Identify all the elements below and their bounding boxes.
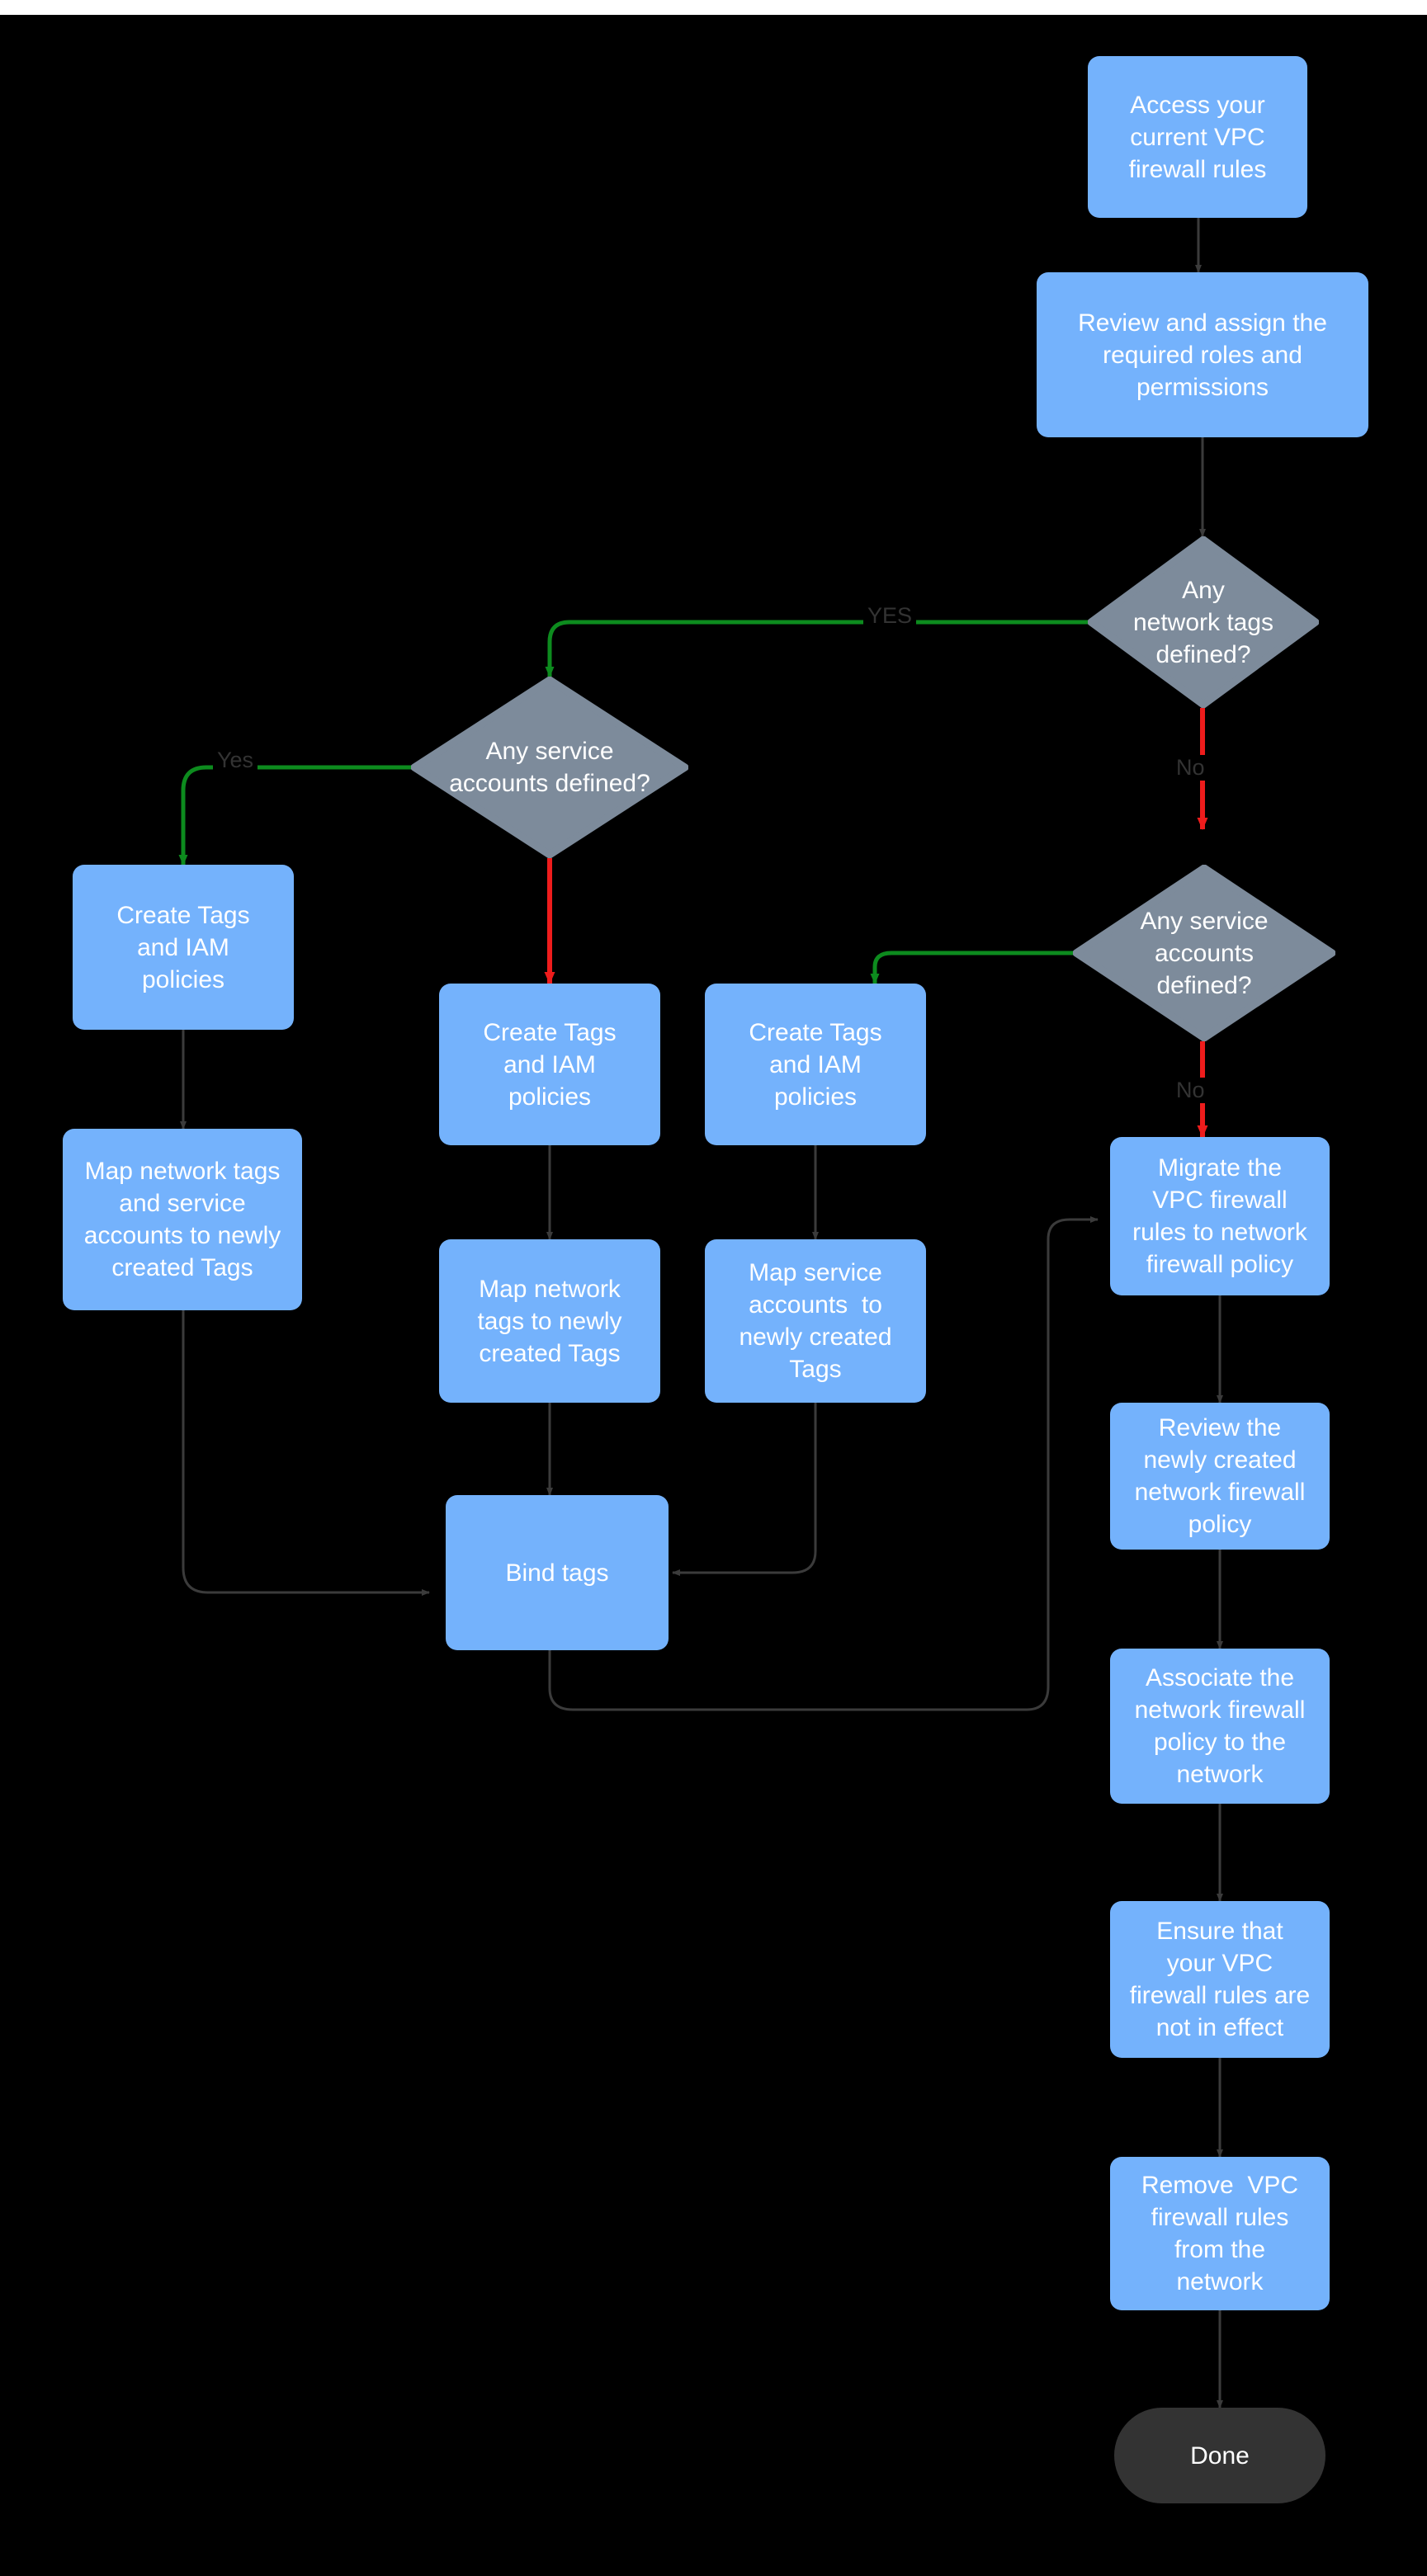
node-create-tags-and-iam-policies-mid[interactable]: Create Tags and IAM policies xyxy=(439,984,660,1145)
node-done[interactable]: Done xyxy=(1114,2408,1325,2503)
node-remove-vpc-firewall-rules-from-network[interactable]: Remove VPC firewall rules from the netwo… xyxy=(1110,2157,1330,2310)
decision-label: Any service accounts defined? xyxy=(1140,907,1269,999)
node-access-your-current-vpc-firewall-rules[interactable]: Access your current VPC firewall rules xyxy=(1088,56,1307,218)
node-create-tags-and-iam-policies-left[interactable]: Create Tags and IAM policies xyxy=(73,865,294,1030)
node-migrate-vpc-rules-to-network-policy[interactable]: Migrate the VPC firewall rules to networ… xyxy=(1110,1137,1330,1295)
edge-serviceaccounts-left-yes xyxy=(178,765,411,866)
node-map-network-tags-to-newly-created-tags[interactable]: Map network tags to newly created Tags xyxy=(439,1239,660,1403)
top-white-strip xyxy=(0,0,1427,15)
node-review-newly-created-network-firewall-policy[interactable]: Review the newly created network firewal… xyxy=(1110,1403,1330,1550)
decision-any-network-tags-defined[interactable]: Any network tags defined? xyxy=(1088,536,1319,708)
node-map-network-tags-and-service-accounts[interactable]: Map network tags and service accounts to… xyxy=(63,1129,302,1310)
node-map-service-accounts-to-newly-created-tags[interactable]: Map service accounts to newly created Ta… xyxy=(705,1239,926,1403)
decision-label: Any service accounts defined? xyxy=(449,738,650,797)
edge-label-network-tags-no: No xyxy=(1172,755,1209,781)
node-ensure-vpc-rules-not-in-effect[interactable]: Ensure that your VPC firewall rules are … xyxy=(1110,1901,1330,2058)
edge-label-service-accounts-left-yes: Yes xyxy=(213,748,258,773)
diamond-shape xyxy=(1088,536,1319,708)
edge-networktags-yes xyxy=(545,620,1088,677)
decision-label: Any network tags defined? xyxy=(1132,576,1274,668)
node-associate-network-firewall-policy-to-network[interactable]: Associate the network firewall policy to… xyxy=(1110,1649,1330,1804)
edge-serviceaccounts-right-yes xyxy=(870,951,1073,984)
edge-mapboth-to-bindtags xyxy=(182,1310,430,1596)
edge-label-service-accounts-right-no: No xyxy=(1172,1078,1209,1103)
diamond-shape xyxy=(1073,865,1335,1041)
node-review-and-assign-roles[interactable]: Review and assign the required roles and… xyxy=(1037,272,1368,437)
decision-any-service-accounts-defined-right[interactable]: Any service accounts defined? xyxy=(1073,865,1335,1041)
edge-label-network-tags-yes: YES xyxy=(863,603,917,629)
node-create-tags-and-iam-policies-mid2[interactable]: Create Tags and IAM policies xyxy=(705,984,926,1145)
edge-mapservice-to-bindtags xyxy=(672,1403,817,1576)
node-bind-tags[interactable]: Bind tags xyxy=(446,1495,669,1650)
edge-bindtags-to-migrate xyxy=(548,1216,1099,1711)
diamond-shape xyxy=(411,677,688,858)
decision-any-service-accounts-defined-left[interactable]: Any service accounts defined? xyxy=(411,677,688,858)
